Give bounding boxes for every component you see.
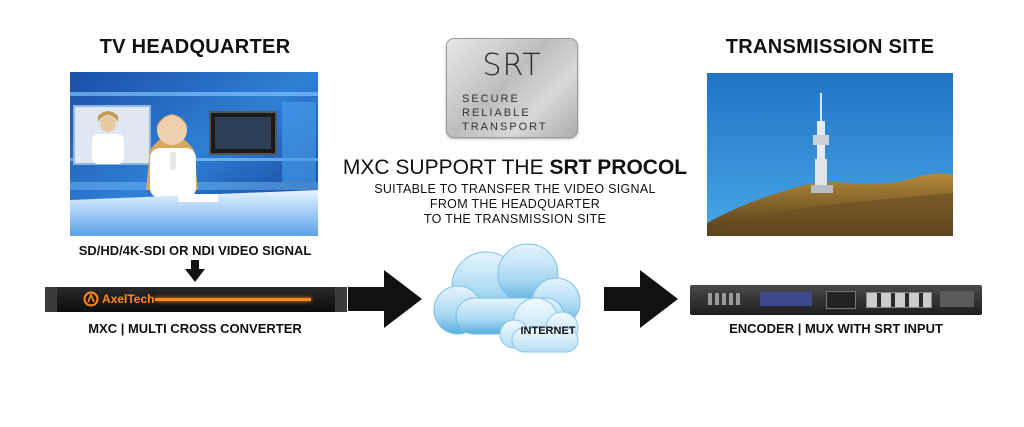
internet-cloud-icon [433, 243, 581, 353]
mxc-device: AxelTech [45, 287, 347, 312]
rack-ear-right [335, 287, 347, 312]
srt-logo-line-2: RELIABLE [462, 107, 531, 119]
internet-label: INTERNET [520, 325, 576, 337]
axeltech-logo-text: AxelTech [102, 292, 155, 306]
mxc-orange-light-bar [155, 298, 311, 301]
encoder-device-label: ENCODER | MUX WITH SRT INPUT [729, 321, 943, 336]
srt-support-title-bold: SRT PROCOL [549, 156, 688, 179]
tv-studio-image [70, 72, 318, 236]
srt-support-title-prefix: MXC SUPPORT THE [342, 156, 550, 179]
encoder-nav-pad [826, 291, 856, 309]
encoder-buttons [708, 293, 742, 305]
description-line-1: SUITABLE TO TRANSFER THE VIDEO SIGNAL [374, 182, 656, 196]
srt-support-title: MXC SUPPORT THE SRT PROCOL [300, 156, 730, 180]
right-arrow-icon-right [604, 270, 678, 328]
encoder-ports [866, 292, 932, 308]
down-arrow-icon [185, 260, 205, 282]
srt-logo-word: SRT [482, 48, 542, 83]
srt-logo-line-1: SECURE [462, 93, 520, 105]
axeltech-mark-icon [83, 291, 99, 307]
rack-ear-left [45, 287, 57, 312]
description-line-3: TO THE TRANSMISSION SITE [423, 212, 607, 226]
description-line-2: FROM THE HEADQUARTER [429, 197, 601, 211]
right-arrow-icon-left [348, 270, 422, 328]
mxc-device-label: MXC | MULTI CROSS CONVERTER [88, 321, 302, 336]
tower-landscape-illustration [707, 73, 953, 236]
srt-logo: SRT SECURE RELIABLE TRANSPORT [446, 38, 578, 138]
tv-studio-illustration [70, 72, 318, 236]
encoder-brand-plate [940, 291, 974, 307]
encoder-display [760, 292, 812, 306]
srt-logo-line-3: TRANSPORT [462, 121, 548, 133]
transmission-tower-image [707, 73, 953, 236]
encoder-device [690, 285, 982, 315]
video-signal-label: SD/HD/4K-SDI OR NDI VIDEO SIGNAL [78, 243, 312, 258]
transmission-site-heading: TRANSMISSION SITE [725, 36, 935, 58]
tv-headquarter-heading: TV HEADQUARTER [99, 36, 291, 58]
axeltech-logo: AxelTech [83, 291, 163, 308]
